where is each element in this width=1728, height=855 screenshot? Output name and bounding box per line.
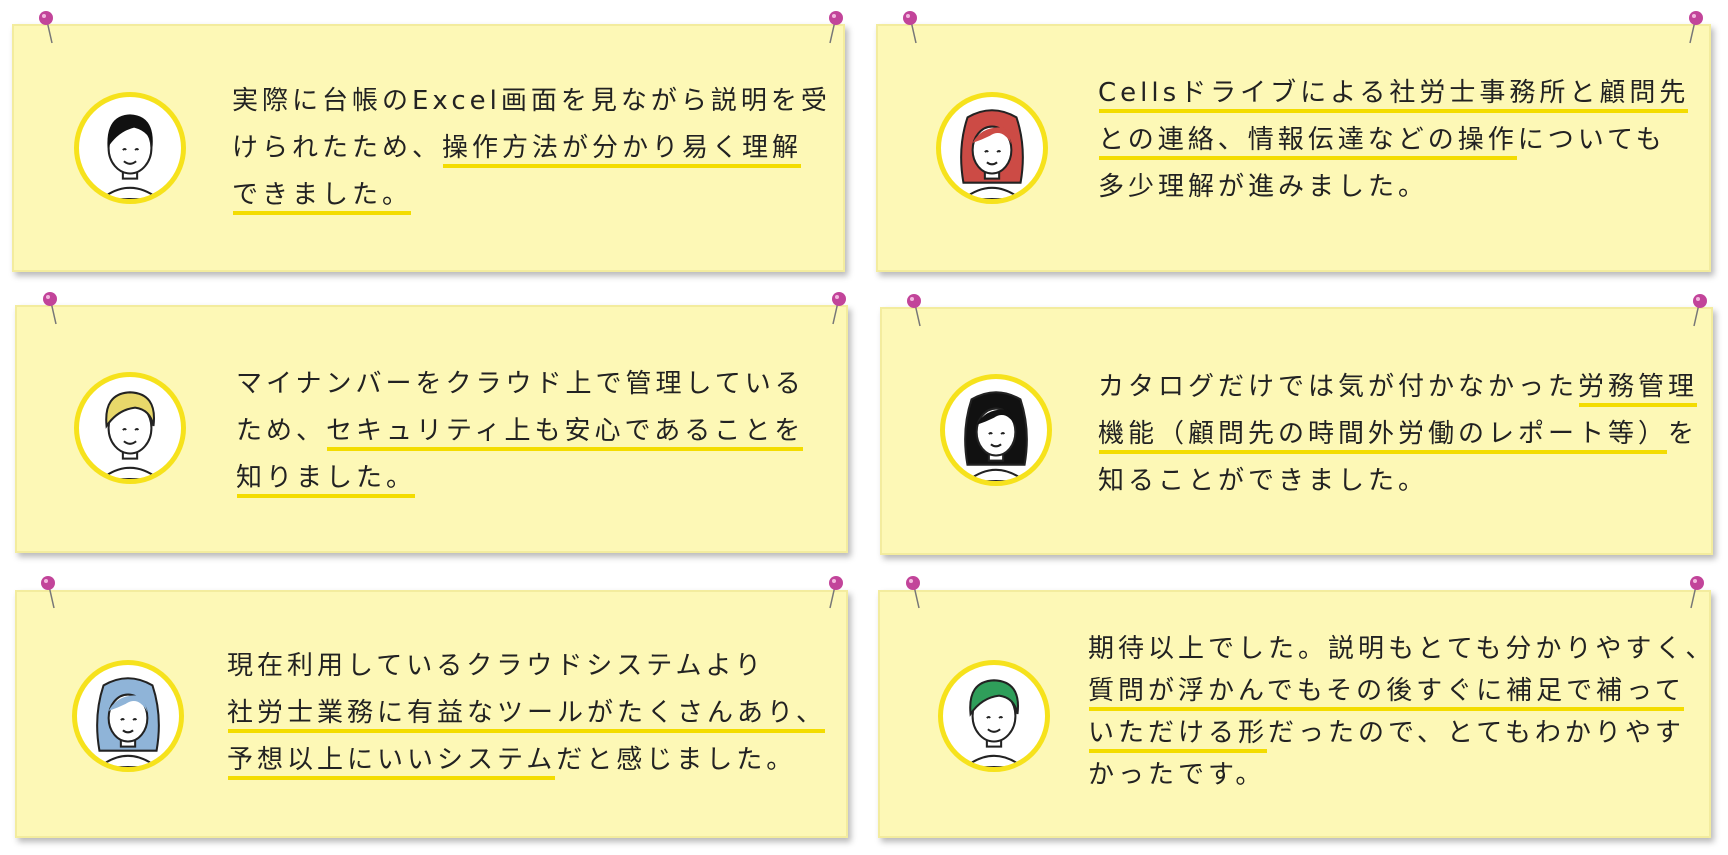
testimonial-text-6: 期待以上でした。説明もとても分かりやすく、 質問が浮かんでもその後すぐに補足で補… (1088, 634, 1716, 790)
man-black-hair-icon (74, 92, 186, 204)
pushpin-icon (906, 576, 920, 609)
testimonial-text-2: Cellsドライブによる社労士事務所と顧問先 との連絡、情報伝達などの操作につい… (1098, 78, 1690, 202)
pushpin-icon (907, 294, 921, 327)
woman-blue-hair-icon (72, 660, 184, 772)
testimonial-card-6 (878, 590, 1711, 838)
pushpin-icon (1689, 11, 1703, 44)
pushpin-icon (829, 576, 843, 609)
pushpin-icon (43, 292, 57, 325)
testimonial-text-5: 現在利用しているクラウドシステムより 社労士業務に有益なツールがたくさんあり、 … (227, 651, 826, 775)
pushpin-icon (829, 11, 843, 44)
woman-red-hair-icon (936, 92, 1048, 204)
testimonial-text-3: マイナンバーをクラウド上で管理している ため、セキュリティ上も安心であることを … (236, 369, 805, 493)
pushpin-icon (41, 576, 55, 609)
testimonial-text-4: カタログだけでは気が付かなかった労務管理 機能（顧問先の時間外労働のレポート等）… (1098, 372, 1699, 496)
testimonial-text-1: 実際に台帳のExcel画面を見ながら説明を受 けられたため、操作方法が分かり易く… (232, 86, 831, 210)
woman-black-hair-icon (940, 374, 1052, 486)
pushpin-icon (39, 11, 53, 44)
man-green-hair-icon (938, 660, 1050, 772)
pushpin-icon (832, 292, 846, 325)
pushpin-icon (1690, 576, 1704, 609)
pushpin-icon (903, 11, 917, 44)
pushpin-icon (1693, 294, 1707, 327)
man-yellow-hair-icon (74, 372, 186, 484)
